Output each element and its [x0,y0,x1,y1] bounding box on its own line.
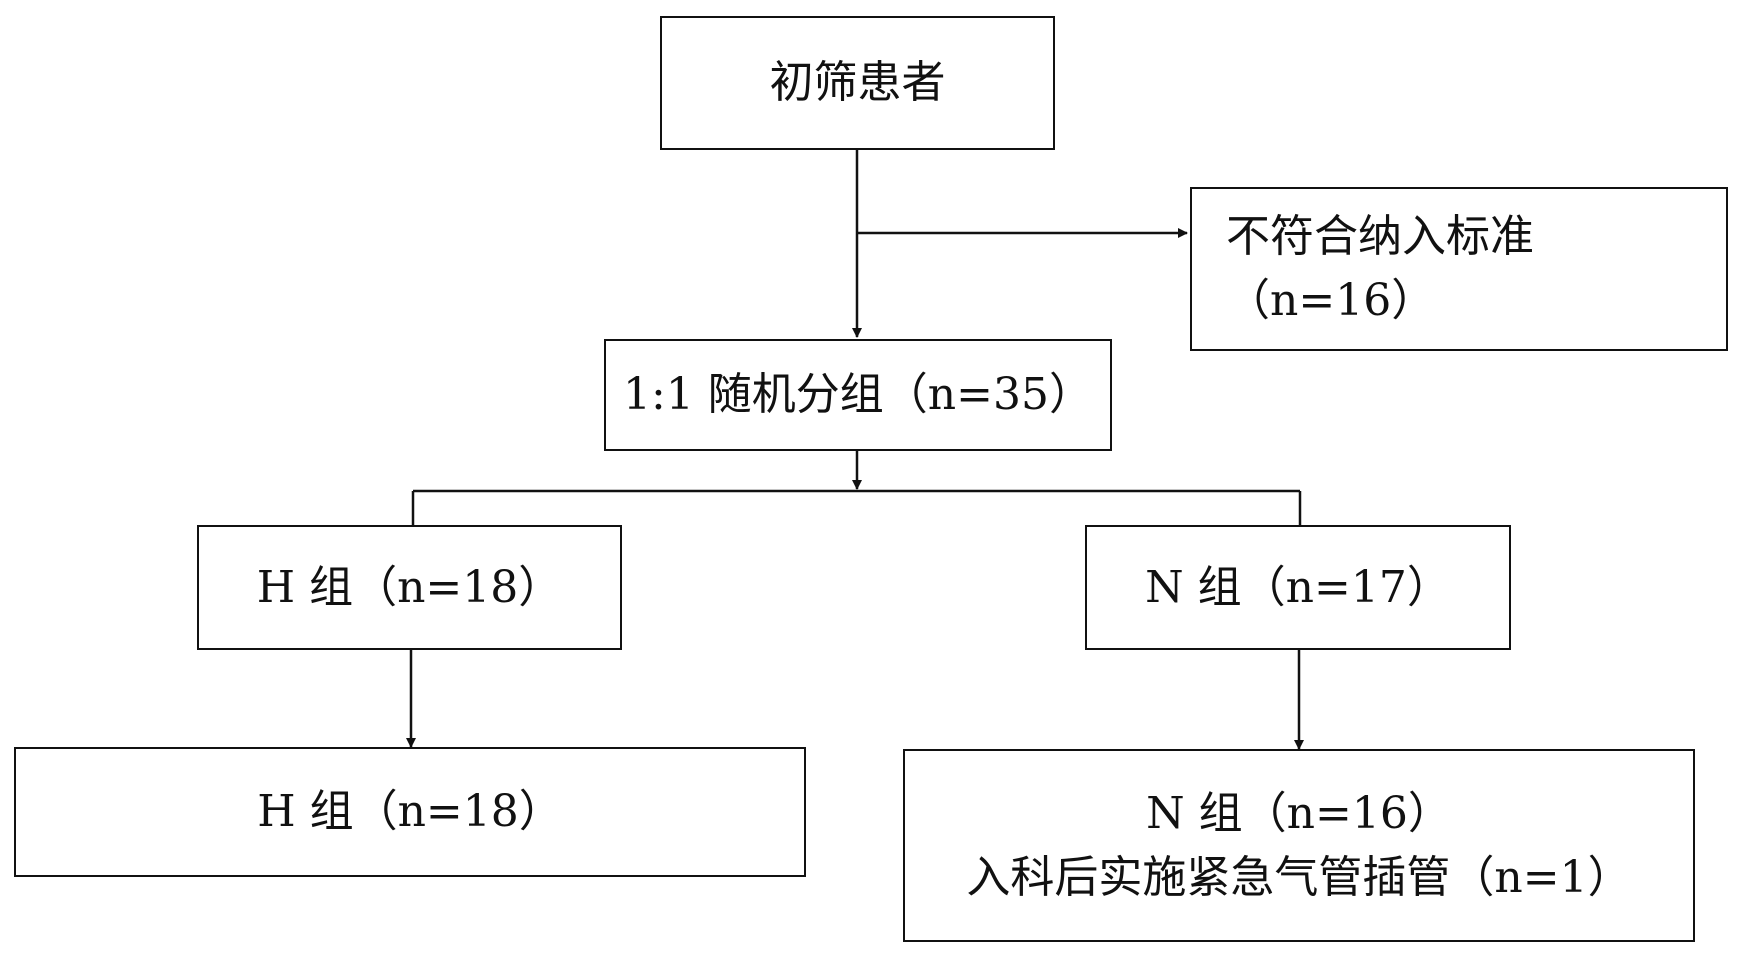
excluded-count: （n=16） [1226,275,1436,326]
final-n-box: N 组（n=16） 入科后实施紧急气管插管（n=1） [903,749,1695,942]
group-h-box: H 组（n=18） [197,525,622,650]
final-n-intubation-note: 入科后实施紧急气管插管（n=1） [966,851,1632,903]
randomization-label: 1:1 随机分组（n=35） [623,369,1093,421]
excluded-box: 不符合纳入标准 （n=16） [1190,187,1728,351]
final-h-label: H 组（n=18） [257,786,563,838]
group-h-label: H 组（n=18） [256,561,563,613]
final-h-box: H 组（n=18） [14,747,806,877]
screened-patients-box: 初筛患者 [660,16,1055,150]
group-n-label: N 组（n=17） [1145,561,1451,613]
final-n-label: N 组（n=16） [1146,787,1452,839]
randomization-box: 1:1 随机分组（n=35） [604,339,1112,451]
excluded-label: 不符合纳入标准 [1226,211,1534,263]
group-n-box: N 组（n=17） [1085,525,1511,650]
screened-patients-label: 初筛患者 [769,57,946,109]
